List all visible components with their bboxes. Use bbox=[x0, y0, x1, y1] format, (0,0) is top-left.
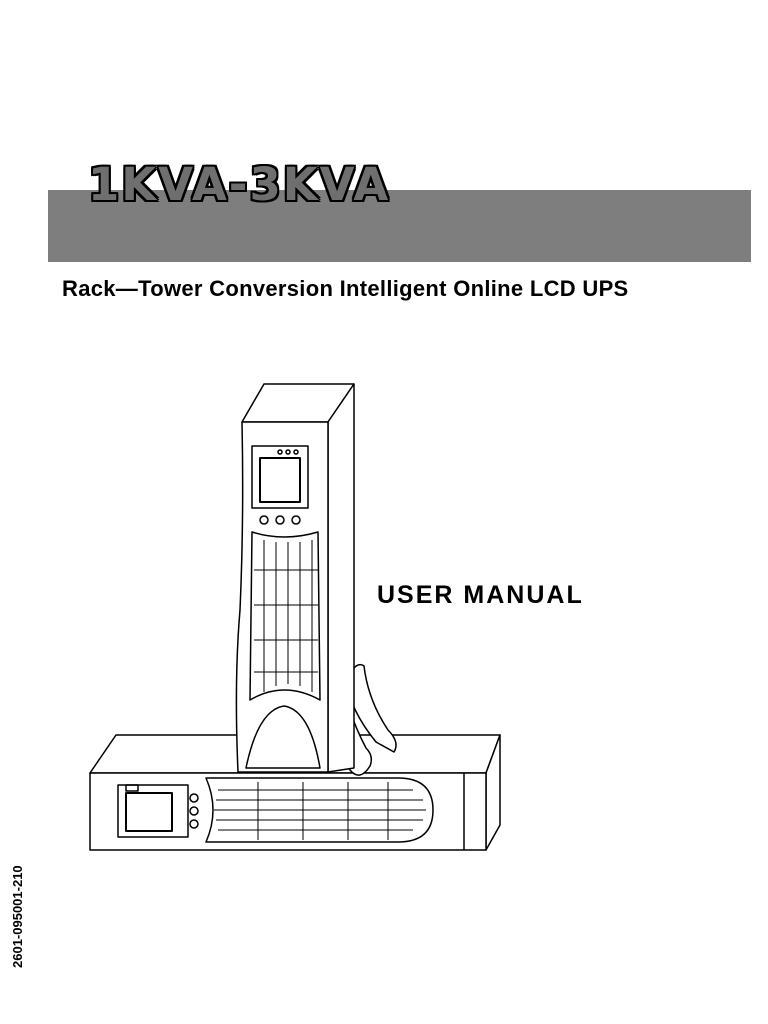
ups-illustration bbox=[89, 383, 501, 851]
ups-rack-icon bbox=[89, 734, 501, 851]
user-manual-heading: USER MANUAL bbox=[377, 581, 584, 609]
cover-subtitle: Rack—Tower Conversion Intelligent Online… bbox=[62, 276, 629, 301]
ups-tower-icon bbox=[235, 383, 355, 773]
title-band bbox=[48, 190, 751, 262]
cover-title: 1KVA-3KVA bbox=[88, 158, 391, 211]
document-code: 2601-095001-210 bbox=[10, 865, 25, 968]
